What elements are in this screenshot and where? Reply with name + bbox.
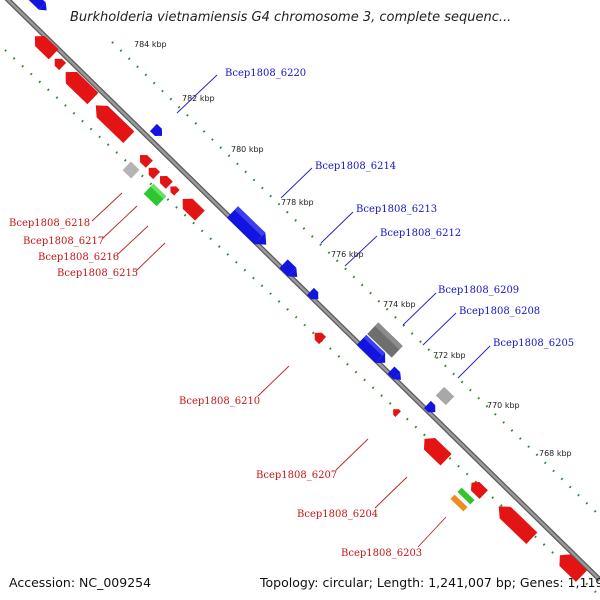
gene-bcep1808-6220[interactable]	[149, 123, 166, 140]
scale-label-768: 768 kbp	[539, 449, 572, 458]
label-bcep1808-6217[interactable]: Bcep1808_6217	[23, 236, 104, 247]
gene-top-blue-partial[interactable]	[25, 0, 50, 14]
tick-track-inner	[4, 49, 600, 597]
label-bcep1808-6203[interactable]: Bcep1808_6203	[341, 548, 422, 559]
gene-bcep1808-6208b[interactable]	[387, 366, 404, 384]
label-bcep1808-6216[interactable]: Bcep1808_6216	[38, 252, 119, 263]
plus-label-leaders	[176, 74, 491, 379]
gene-red-3[interactable]	[60, 66, 99, 105]
gene-bcep1808-6218[interactable]	[122, 161, 140, 179]
scale-label-780: 780 kbp	[231, 145, 264, 154]
label-bcep1808-6210[interactable]: Bcep1808_6210	[179, 396, 260, 407]
gene-bcep1808-6207[interactable]	[419, 433, 452, 466]
scale-label-778: 778 kbp	[281, 198, 314, 207]
scale-labels: 784 kbp 782 kbp 780 kbp 778 kbp 776 kbp …	[134, 40, 572, 458]
label-bcep1808-6215[interactable]: Bcep1808_6215	[57, 268, 138, 279]
gene-red-1[interactable]	[30, 31, 59, 60]
gene-red-5[interactable]	[136, 152, 153, 168]
minus-label-leaders	[91, 192, 447, 548]
topology-text: Topology: circular; Length: 1,241,007 bp…	[260, 575, 600, 590]
label-bcep1808-6209[interactable]: Bcep1808_6209	[438, 285, 519, 296]
gene-bcep1808-6216[interactable]	[143, 183, 167, 207]
gene-red-6[interactable]	[145, 164, 161, 180]
gene-bcep1808-6212[interactable]	[306, 287, 322, 303]
tick-track-outer	[111, 41, 600, 517]
accession-text: Accession: NC_009254	[9, 575, 152, 590]
gene-bcep1808-6213[interactable]	[279, 259, 301, 281]
scale-label-772: 772 kbp	[433, 351, 466, 360]
label-bcep1808-6218[interactable]: Bcep1808_6218	[9, 218, 90, 229]
scale-label-774: 774 kbp	[383, 300, 416, 309]
gene-bcep1808-6205-gray[interactable]	[435, 386, 455, 406]
gene-red-8[interactable]	[493, 501, 538, 545]
gene-bcep1808-6215[interactable]	[178, 194, 205, 221]
label-bcep1808-6220[interactable]: Bcep1808_6220	[225, 68, 306, 79]
label-bcep1808-6208[interactable]: Bcep1808_6208	[459, 306, 540, 317]
label-bcep1808-6205[interactable]: Bcep1808_6205	[493, 338, 574, 349]
map-title: Burkholderia vietnamiensis G4 chromosome…	[70, 10, 512, 25]
gene-red-7[interactable]	[168, 184, 180, 196]
gene-red-2[interactable]	[51, 55, 67, 71]
gene-bcep1808-6204[interactable]	[467, 478, 488, 499]
scale-label-784: 784 kbp	[134, 40, 167, 49]
gene-red-9[interactable]	[554, 550, 588, 582]
gene-bcep1808-6203-green[interactable]	[457, 487, 475, 505]
chromosome-backbone	[4, 0, 600, 582]
label-bcep1808-6214[interactable]: Bcep1808_6214	[315, 161, 396, 172]
label-bcep1808-6212[interactable]: Bcep1808_6212	[380, 228, 461, 239]
gene-red-4[interactable]	[90, 100, 135, 144]
scale-label-770: 770 kbp	[487, 401, 520, 410]
gene-bcep1808-6207-small[interactable]	[390, 406, 401, 417]
scale-label-776: 776 kbp	[331, 250, 364, 259]
gene-bcep1808-6210[interactable]	[311, 329, 327, 345]
scale-label-782: 782 kbp	[182, 94, 215, 103]
plus-strand-labels: Bcep1808_6220 Bcep1808_6214 Bcep1808_621…	[225, 68, 574, 349]
gene-bcep1808-6214[interactable]	[226, 206, 272, 250]
gene-bcep1808-6205[interactable]	[423, 400, 439, 416]
gene-bcep1808-6209[interactable]	[367, 322, 403, 358]
label-bcep1808-6207[interactable]: Bcep1808_6207	[256, 470, 337, 481]
gene-bcep1808-6217[interactable]	[156, 173, 173, 189]
gene-bcep1808-6208[interactable]	[356, 334, 390, 368]
label-bcep1808-6204[interactable]: Bcep1808_6204	[297, 509, 378, 520]
minus-strand-labels: Bcep1808_6218 Bcep1808_6217 Bcep1808_621…	[9, 218, 422, 559]
gene-bcep1808-6203-orange[interactable]	[450, 494, 468, 512]
label-bcep1808-6213[interactable]: Bcep1808_6213	[356, 204, 437, 215]
